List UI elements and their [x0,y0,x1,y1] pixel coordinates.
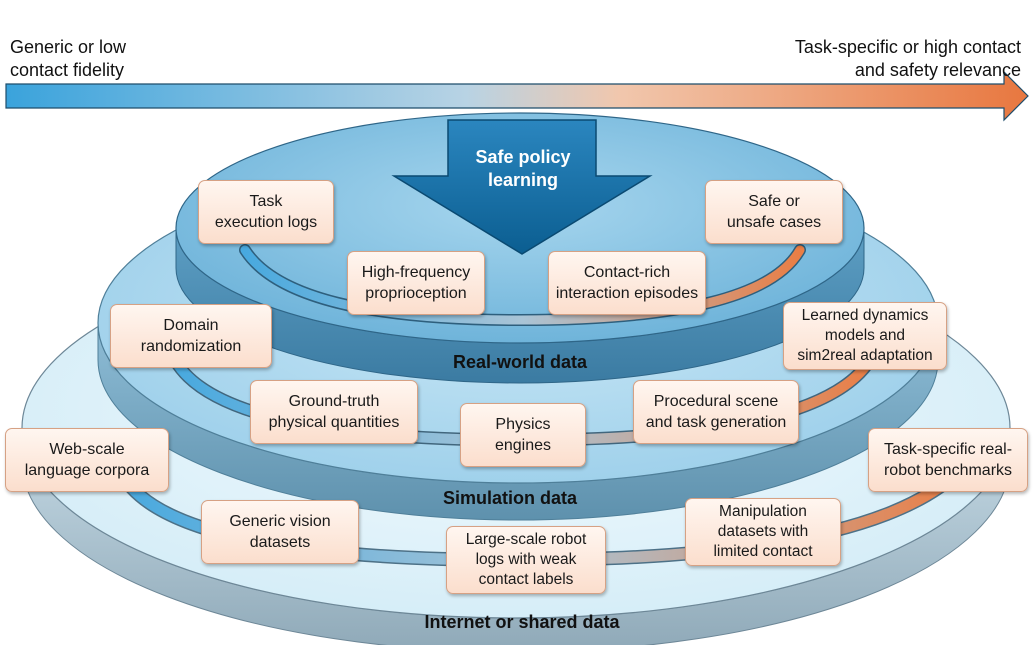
safe-policy-arrow [391,119,653,255]
fidelity-axis-arrow [5,70,1029,122]
label-safe-or-unsafe-cases: Safe or unsafe cases [705,180,843,244]
safe-policy-label: Safe policy learning [475,147,571,190]
label-contact-rich-interaction-episodes: Contact-rich interaction episodes [548,251,706,315]
label-physics-engines: Physics engines [460,403,586,467]
label-domain-randomization: Domain randomization [110,304,272,368]
label-task-specific-real-robot-benchmarks: Task-specific real- robot benchmarks [868,428,1028,492]
axis-right-label: Task-specific or high contact and safety… [794,37,1021,80]
label-procedural-scene-and-task-generation: Procedural scene and task generation [633,380,799,444]
label-generic-vision-datasets: Generic vision datasets [201,500,359,564]
label-web-scale-language-corpora: Web-scale language corpora [5,428,169,492]
internet-title: Internet or shared data [424,612,620,632]
label-large-scale-robot-logs: Large-scale robot logs with weak contact… [446,526,606,594]
axis-left-label: Generic or low contact fidelity [10,37,127,80]
label-manipulation-datasets: Manipulation datasets with limited conta… [685,498,841,566]
label-ground-truth-physical-quantities: Ground-truth physical quantities [250,380,418,444]
label-high-frequency-proprioception: High-frequency proprioception [347,251,485,315]
real-world-title: Real-world data [452,352,588,372]
simulation-title: Simulation data [442,488,577,508]
label-learned-dynamics-models: Learned dynamics models and sim2real ada… [783,302,947,370]
label-task-execution-logs: Task execution logs [198,180,334,244]
